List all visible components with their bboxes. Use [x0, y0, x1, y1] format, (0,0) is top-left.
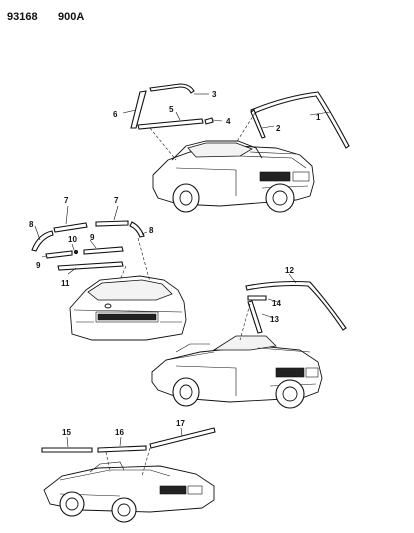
rear-window-bottom-moulding	[57, 261, 124, 271]
callout-14: 14	[272, 299, 281, 308]
moulding-clip-rear	[73, 249, 79, 255]
convertible-side-illustration	[43, 461, 215, 523]
callout-13: 13	[270, 315, 279, 324]
door-belt-moulding-convertible	[97, 445, 147, 453]
callout-2: 2	[276, 124, 281, 133]
callout-6: 6	[113, 110, 118, 119]
quarter-belt-moulding	[41, 447, 93, 453]
coupe-car-illustration	[152, 140, 315, 213]
callout-12: 12	[285, 266, 294, 275]
callout-9b: 9	[90, 233, 95, 242]
convertible-windshield-upper-moulding	[245, 280, 347, 331]
callout-3: 3	[212, 90, 217, 99]
callout-8b: 8	[149, 226, 154, 235]
convertible-car-illustration	[151, 335, 323, 409]
convertible-a-pillar-moulding	[247, 300, 263, 334]
callout-11: 11	[61, 279, 70, 288]
callout-15: 15	[62, 428, 71, 437]
rear-window-upper-right-moulding	[95, 220, 129, 227]
windshield-base-moulding	[149, 427, 216, 449]
rear-window-upper-left-moulding	[53, 222, 88, 233]
callout-8a: 8	[29, 220, 34, 229]
callout-7a: 7	[64, 196, 69, 205]
callout-1: 1	[316, 113, 321, 122]
diagram-code-right: 900A	[58, 11, 84, 23]
callout-16: 16	[115, 428, 124, 437]
convertible-header-moulding	[247, 295, 267, 301]
windshield-side-moulding	[250, 109, 266, 139]
callout-17: 17	[176, 419, 185, 428]
rear-window-right-moulding	[129, 221, 145, 238]
roof-drip-moulding	[149, 83, 195, 94]
callout-10: 10	[68, 235, 77, 244]
callout-9a: 9	[36, 261, 41, 270]
callout-5: 5	[169, 105, 174, 114]
callout-7b: 7	[114, 196, 119, 205]
diagram-code-left: 93168	[7, 11, 38, 23]
rear-window-lower-right-moulding	[83, 246, 124, 255]
callout-4: 4	[226, 117, 231, 126]
windshield-upper-moulding	[250, 91, 350, 149]
rear-window-lower-left-moulding	[45, 250, 73, 259]
a-pillar-moulding	[130, 90, 147, 129]
rear-window-left-moulding	[31, 230, 54, 252]
rear-car-illustration	[69, 275, 187, 341]
door-belt-moulding	[137, 118, 204, 130]
moulding-clip	[204, 117, 214, 125]
